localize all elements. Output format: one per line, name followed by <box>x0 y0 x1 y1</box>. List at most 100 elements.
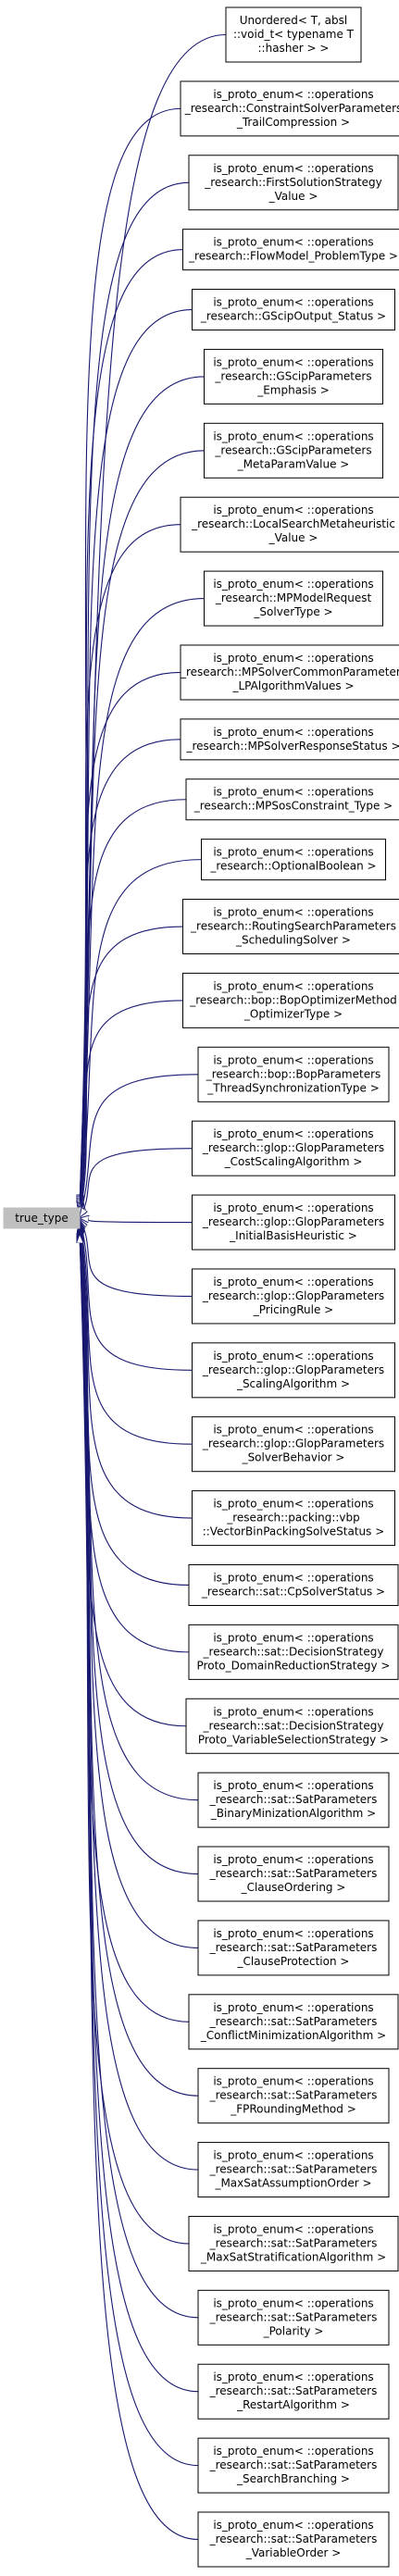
derived-node-label-line: _ConflictMinimizationAlgorithm > <box>200 2029 386 2042</box>
derived-node[interactable]: is_proto_enum< ::operations_research::MP… <box>180 644 399 701</box>
derived-node[interactable]: is_proto_enum< ::operations_research::sa… <box>197 2511 390 2568</box>
derived-node-label-line: _TrailCompression > <box>236 116 350 129</box>
derived-node-label-line: is_proto_enum< ::operations <box>213 2296 373 2309</box>
derived-node[interactable]: is_proto_enum< ::operations_research::Fl… <box>182 229 399 271</box>
derived-node-box <box>197 1846 390 1902</box>
derived-node-box <box>204 570 383 627</box>
inheritance-edge <box>80 1234 199 2541</box>
derived-node-label-line: Proto_VariableSelectionStrategy > <box>198 1733 389 1746</box>
inheritance-edge <box>80 1000 183 1215</box>
derived-node[interactable]: is_proto_enum< ::operations_research::sa… <box>197 2289 390 2346</box>
derived-node[interactable]: is_proto_enum< ::operations_research::pa… <box>192 1490 395 1547</box>
root-node-true-type[interactable]: true_type <box>3 1207 81 1229</box>
inheritance-edge <box>80 1233 199 2467</box>
derived-node[interactable]: is_proto_enum< ::operations_research::Op… <box>201 839 386 881</box>
derived-node[interactable]: is_proto_enum< ::operations_research::gl… <box>192 1194 395 1251</box>
derived-node-label-line: is_proto_enum< ::operations <box>213 1201 373 1214</box>
derived-node-box <box>185 778 399 821</box>
derived-node[interactable]: is_proto_enum< ::operations_research::sa… <box>197 1846 390 1902</box>
derived-node-label-line: _ScalingAlgorithm > <box>236 1377 350 1390</box>
derived-node-label-line: _research::sat::SatParameters <box>209 2015 378 2028</box>
derived-node[interactable]: is_proto_enum< ::operations_research::sa… <box>188 1563 399 1606</box>
derived-node[interactable]: is_proto_enum< ::operations_research::sa… <box>197 1772 390 1828</box>
derived-node-label-line: is_proto_enum< ::operations <box>213 2075 373 2088</box>
derived-node[interactable]: is_proto_enum< ::operations_research::Lo… <box>180 496 399 553</box>
derived-node[interactable]: is_proto_enum< ::operations_research::MP… <box>180 718 399 761</box>
derived-node[interactable]: is_proto_enum< ::operations_research::sa… <box>197 2142 390 2198</box>
derived-node-label-line: _research::packing::vbp <box>226 1512 360 1524</box>
derived-node-label-line: _Emphasis > <box>256 383 330 396</box>
derived-node-label-line: is_proto_enum< ::operations <box>213 1276 373 1288</box>
derived-node-box <box>182 229 399 271</box>
derived-node[interactable]: is_proto_enum< ::operations_research::sa… <box>197 2068 390 2124</box>
derived-node-label-line: _research::glop::GlopParameters <box>202 1363 384 1376</box>
derived-node[interactable]: is_proto_enum< ::operations_research::gl… <box>192 1342 395 1399</box>
derived-node-label-line: is_proto_enum< ::operations <box>213 1927 373 1940</box>
derived-node[interactable]: is_proto_enum< ::operations_research::Fi… <box>188 155 399 211</box>
derived-node[interactable]: is_proto_enum< ::operations_research::Ro… <box>182 899 399 955</box>
derived-node-label-line: _research::sat::SatParameters <box>209 2089 378 2102</box>
derived-node[interactable]: is_proto_enum< ::operations_research::gl… <box>192 1416 395 1473</box>
derived-node-label-line: is_proto_enum< ::operations <box>213 652 373 665</box>
derived-node-label-line: _research::GScipParameters <box>214 369 371 382</box>
derived-node[interactable]: is_proto_enum< ::operations_research::sa… <box>197 2363 390 2420</box>
derived-node[interactable]: is_proto_enum< ::operations_research::MP… <box>204 570 383 627</box>
derived-node-label-line: is_proto_enum< ::operations <box>213 2445 373 2458</box>
derived-node-label-line: _ThreadSynchronizationType > <box>206 1081 380 1094</box>
derived-node[interactable]: is_proto_enum< ::operations_research::sa… <box>188 1994 399 2050</box>
derived-node-label-line: _ClauseOrdering > <box>241 1881 346 1894</box>
derived-node-label-line: _RestartAlgorithm > <box>236 2398 350 2411</box>
derived-node-label-line: _research::MPSolverResponseStatus > <box>185 740 399 753</box>
derived-node[interactable]: is_proto_enum< ::operations_research::GS… <box>204 348 383 404</box>
derived-node-label-line: _research::MPModelRequest <box>215 591 372 604</box>
derived-node[interactable]: is_proto_enum< ::operations_research::sa… <box>197 2437 390 2494</box>
derived-node-label-line: _research::FirstSolutionStrategy <box>204 176 382 189</box>
derived-node-label-line: _InitialBasisHeuristic > <box>229 1229 357 1242</box>
derived-node[interactable]: is_proto_enum< ::operations_research::gl… <box>192 1120 395 1176</box>
derived-node-label-line: is_proto_enum< ::operations <box>213 979 373 992</box>
inheritance-edge <box>80 926 183 1214</box>
inheritance-edge <box>80 1220 193 1371</box>
inheritance-edge <box>80 450 205 1209</box>
derived-node-label-line: _MaxSatStratificationAlgorithm > <box>200 2250 386 2263</box>
inheritance-edge <box>80 1229 199 2171</box>
derived-node-label-line: is_proto_enum< ::operations <box>213 1053 373 1066</box>
derived-node[interactable]: is_proto_enum< ::operations_research::bo… <box>197 1046 390 1102</box>
derived-node-box <box>204 348 383 404</box>
derived-node-label-line: is_proto_enum< ::operations <box>213 355 373 368</box>
derived-node[interactable]: is_proto_enum< ::operations_research::Co… <box>180 81 399 137</box>
derived-node-label-line: _Polarity > <box>263 2324 324 2337</box>
inheritance-edge <box>80 1226 199 1948</box>
derived-node-label-line: _CostScalingAlgorithm > <box>224 1155 363 1168</box>
derived-node[interactable]: is_proto_enum< ::operations_research::GS… <box>204 422 383 479</box>
derived-node-label-line: is_proto_enum< ::operations <box>213 2222 373 2235</box>
root-node-box <box>3 1207 81 1229</box>
derived-node[interactable]: is_proto_enum< ::operations_research::gl… <box>192 1268 395 1325</box>
derived-node-label-line: _research::sat::DecisionStrategy <box>203 1719 384 1732</box>
derived-node[interactable]: is_proto_enum< ::operations_research::MP… <box>185 778 399 821</box>
derived-node[interactable]: is_proto_enum< ::operations_research::bo… <box>182 972 399 1028</box>
derived-node-label-line: is_proto_enum< ::operations <box>213 1853 373 1866</box>
derived-node[interactable]: is_proto_enum< ::operations_research::GS… <box>192 289 395 331</box>
derived-node[interactable]: Unordered< T, absl::void_t< typename T::… <box>225 6 362 63</box>
root-node-label: true_type <box>15 1212 68 1225</box>
derived-node-box <box>197 2511 390 2568</box>
inheritance-edge <box>80 1226 199 1801</box>
derived-node[interactable]: is_proto_enum< ::operations_research::sa… <box>188 2215 399 2271</box>
derived-node-label-line: _research::GScipOutput_Status > <box>200 310 386 323</box>
derived-node-box <box>192 1120 395 1176</box>
derived-node-label-line: is_proto_enum< ::operations <box>213 2001 373 2014</box>
derived-node-label-line: _research::sat::SatParameters <box>209 2384 378 2397</box>
derived-node-label-line: is_proto_enum< ::operations <box>213 786 373 799</box>
derived-node[interactable]: is_proto_enum< ::operations_research::sa… <box>185 1698 399 1754</box>
derived-node-box <box>197 2437 390 2494</box>
inheritance-edge <box>80 1219 193 1297</box>
inheritance-edge <box>80 1226 199 1875</box>
derived-node[interactable]: is_proto_enum< ::operations_research::sa… <box>188 1624 399 1680</box>
derived-node[interactable]: is_proto_enum< ::operations_research::sa… <box>197 1920 390 1976</box>
derived-node-box <box>192 1342 395 1399</box>
derived-node-box <box>197 1920 390 1976</box>
derived-node-label-line: _SearchBranching > <box>236 2472 350 2485</box>
derived-node-label-line: ::VectorBinPackingSolveStatus > <box>203 1525 385 1538</box>
inheritance-edge <box>80 1222 193 1519</box>
